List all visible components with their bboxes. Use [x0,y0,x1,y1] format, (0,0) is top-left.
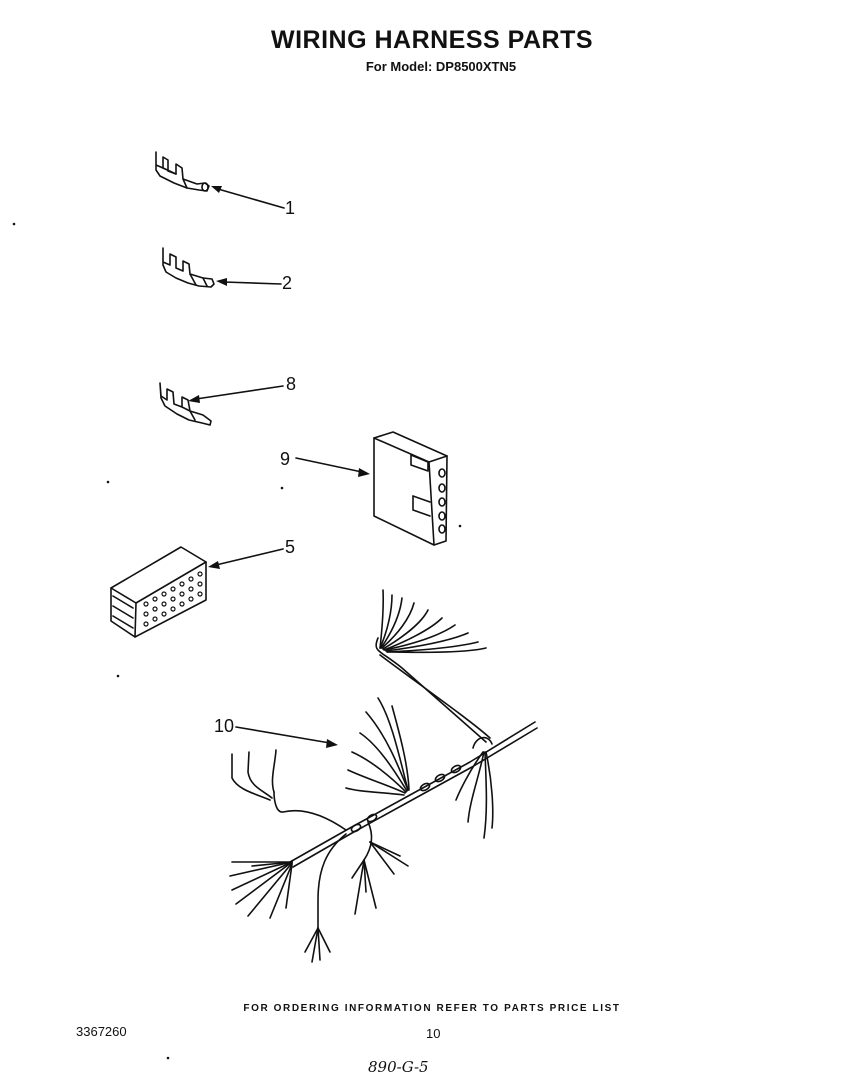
connector-block-part-9[interactable] [373,431,448,546]
document-number: 3367260 [76,1024,127,1039]
terminal-part-1[interactable] [155,151,210,192]
model-subtitle: For Model: DP8500XTN5 [365,59,517,74]
callout-9: 9 [280,449,291,469]
leader-line-9 [295,457,370,477]
callout-1: 1 [285,198,296,218]
callout-10: 10 [214,716,235,736]
page-title: WIRING HARNESS PARTS [270,26,594,54]
terminal-part-8[interactable] [159,382,212,426]
callout-2: 2 [282,273,293,293]
leader-line-1 [211,186,285,209]
multi-pin-connector-part-5[interactable] [110,546,207,638]
leader-line-2 [216,278,282,286]
scan-specks [12,222,462,1060]
callout-8: 8 [286,374,297,394]
callout-5: 5 [285,537,296,557]
leader-line-5 [208,548,284,569]
leader-line-8 [188,385,284,403]
terminal-part-2[interactable] [162,247,215,288]
wiring-harness-part-10[interactable] [229,589,538,963]
leader-line-10 [235,726,338,748]
handwritten-annotation: 890-G-5 [368,1058,429,1076]
ordering-info-note: FOR ORDERING INFORMATION REFER TO PARTS … [243,1003,621,1014]
page-number: 10 [426,1026,441,1041]
